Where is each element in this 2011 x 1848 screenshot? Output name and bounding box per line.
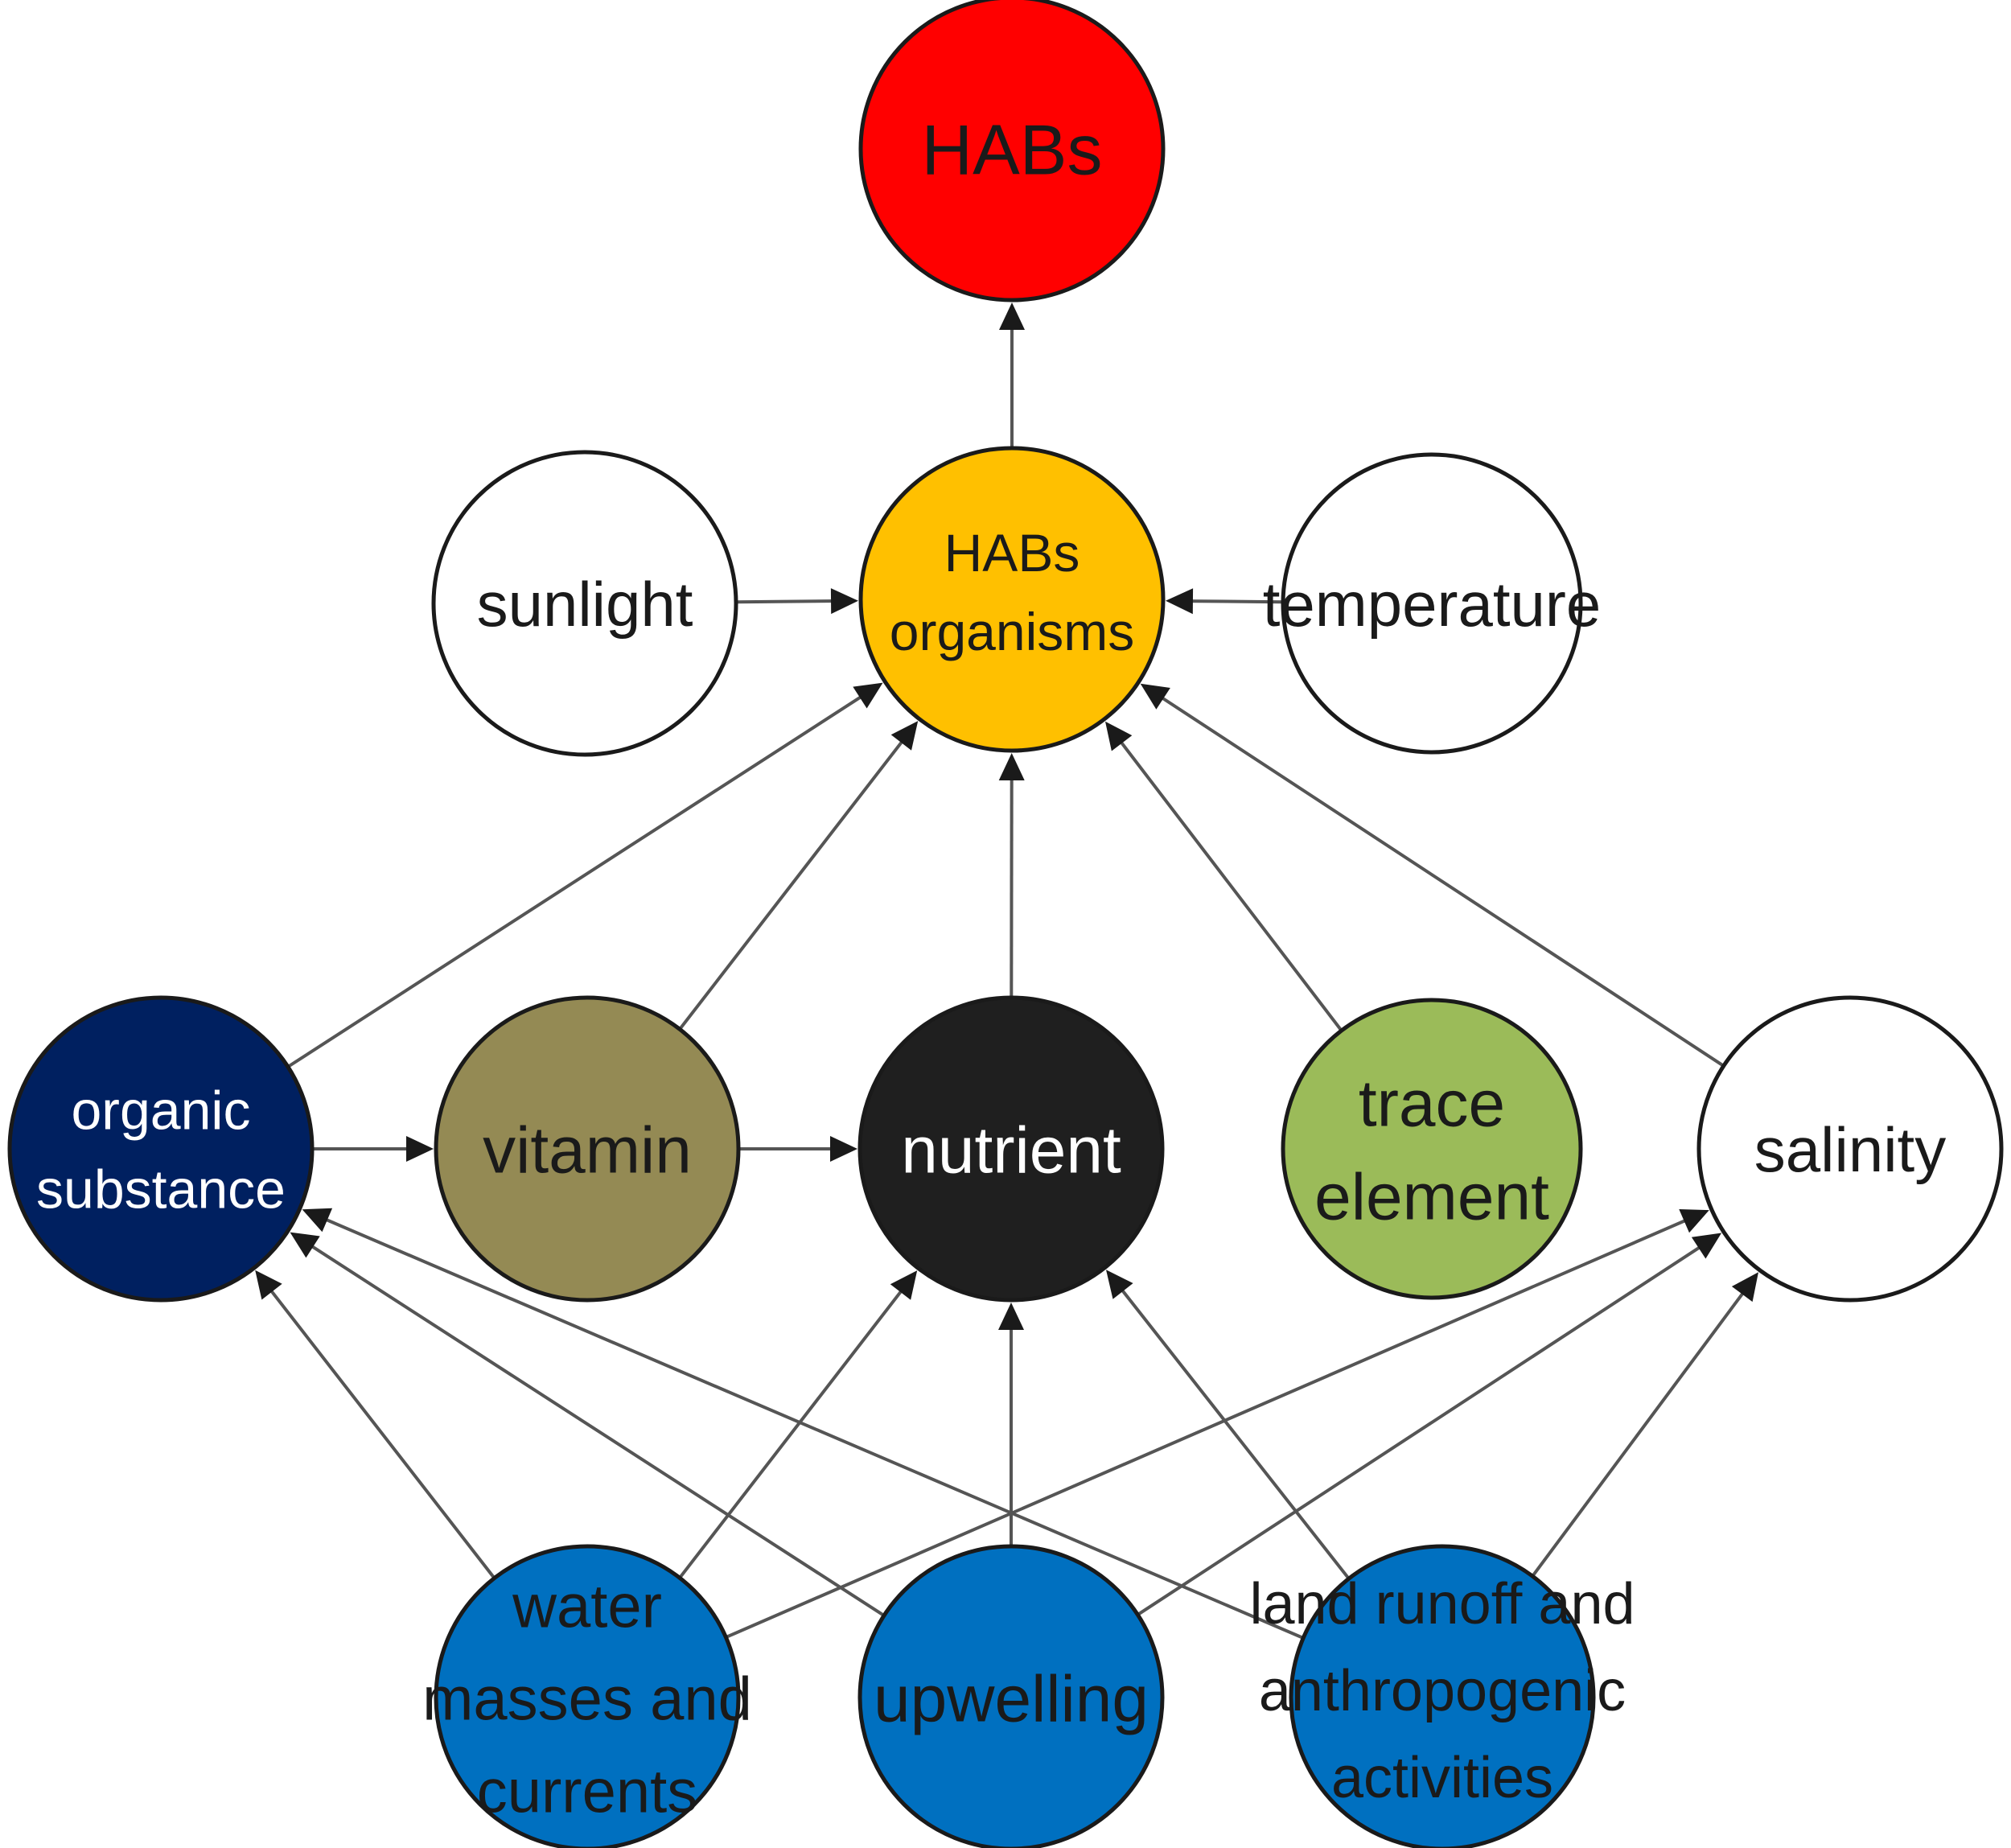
node-label-land-runoff-line-3: activities [1331, 1746, 1553, 1810]
node-label-upwelling-line-1: upwelling [874, 1663, 1149, 1736]
node-trace-element: trace element [1281, 998, 1583, 1300]
arrowhead-upwelling-to-salinity [1691, 1233, 1722, 1259]
node-label-organic-substance-line-2: substance [36, 1159, 286, 1220]
node-circle-temperature [1281, 452, 1583, 755]
node-label-vitamin-line-1: vitamin [483, 1114, 692, 1187]
arrowhead-vitamin-to-nutrient [830, 1136, 857, 1162]
arrowhead-land-runoff-to-salinity [1731, 1272, 1758, 1303]
node-circle-land-runoff [1289, 1544, 1596, 1848]
edge-trace-element-to-habs-organisms [1117, 737, 1343, 1032]
node-label-habs-organisms-line-1: HABs [944, 523, 1080, 582]
arrowhead-trace-element-to-habs-organisms [1105, 721, 1133, 751]
edge-land-runoff-to-salinity [1531, 1288, 1748, 1578]
node-circle-vitamin [434, 995, 741, 1303]
arrowhead-water-masses-to-salinity [1679, 1209, 1709, 1233]
arrowhead-water-masses-to-nutrient [890, 1270, 918, 1300]
node-label-sunlight-line-1: sunlight [477, 569, 693, 640]
node-label-water-masses-line-1: water [512, 1572, 662, 1640]
node-label-organic-substance-line-1: organic [71, 1080, 250, 1142]
arrowhead-organic-substance-to-habs-organisms [853, 682, 883, 709]
node-label-salinity-line-1: salinity [1754, 1114, 1946, 1185]
node-habs-organisms: HABs organisms [858, 446, 1166, 753]
edge-water-masses-to-nutrient [678, 1286, 906, 1579]
arrowhead-water-masses-to-organic-substance [255, 1270, 282, 1300]
node-temperature: temperature [1263, 452, 1602, 755]
node-circle-water-masses [434, 1544, 741, 1848]
nodes-layer: HABs sunlight HABs organisms temperature orga… [7, 0, 2004, 1848]
edge-land-runoff-to-nutrient [1117, 1285, 1351, 1580]
edge-organic-substance-to-habs-organisms [286, 693, 866, 1068]
node-label-habs-line-1: HABs [922, 110, 1103, 190]
node-nutrient: nutrient [857, 995, 1165, 1303]
node-sunlight: sunlight [431, 450, 738, 757]
arrowhead-land-runoff-to-organic-substance [302, 1208, 333, 1233]
arrowhead-salinity-to-habs-organisms [1140, 683, 1170, 710]
edge-temperature-to-habs-organisms [1186, 599, 1284, 604]
node-label-land-runoff-line-2: anthropogenic [1259, 1659, 1626, 1723]
edge-salinity-to-habs-organisms [1157, 694, 1725, 1068]
node-circle-trace-element [1281, 998, 1583, 1300]
arrowhead-upwelling-to-organic-substance [290, 1232, 320, 1258]
arrowhead-sunlight-to-habs-organisms [830, 588, 858, 615]
node-upwelling: upwelling [857, 1544, 1165, 1848]
node-label-water-masses-line-3: currents [477, 1757, 698, 1825]
edge-upwelling-to-organic-substance [306, 1241, 886, 1617]
arrowhead-land-runoff-to-nutrient [1106, 1270, 1133, 1299]
node-circle-salinity [1696, 995, 2004, 1303]
node-organic-substance: organic substance [7, 995, 315, 1303]
node-habs: HABs [858, 0, 1166, 303]
arrowhead-temperature-to-habs-organisms [1166, 588, 1194, 615]
node-label-nutrient-line-1: nutrient [901, 1114, 1121, 1187]
node-circle-sunlight [431, 450, 738, 757]
node-label-trace-element-line-2: element [1314, 1161, 1549, 1234]
node-salinity: salinity [1696, 995, 2004, 1303]
node-label-water-masses-line-2: masses and [422, 1665, 752, 1733]
node-label-habs-organisms-line-2: organisms [890, 602, 1134, 661]
node-circle-habs-organisms [858, 446, 1166, 753]
node-circle-habs [858, 0, 1166, 303]
edges-layer [255, 303, 1758, 1640]
arrowhead-habs-organisms-to-habs [999, 303, 1025, 330]
edge-land-runoff-to-organic-substance [320, 1216, 1304, 1640]
arrowhead-upwelling-to-nutrient [998, 1303, 1024, 1330]
arrowhead-organic-substance-to-vitamin [406, 1136, 434, 1162]
edge-vitamin-to-habs-organisms [678, 736, 907, 1031]
arrowhead-vitamin-to-habs-organisms [890, 721, 919, 751]
arrowhead-nutrient-to-habs-organisms [998, 753, 1025, 780]
node-circle-nutrient [857, 995, 1165, 1303]
node-label-trace-element-line-1: trace [1359, 1068, 1505, 1141]
node-vitamin: vitamin [434, 995, 741, 1303]
edge-water-masses-to-organic-substance [266, 1286, 496, 1579]
node-circle-upwelling [857, 1544, 1165, 1848]
edge-sunlight-to-habs-organisms [735, 599, 838, 604]
node-label-temperature-line-1: temperature [1263, 569, 1602, 640]
node-water-masses: water masses and currents [422, 1544, 752, 1848]
edge-upwelling-to-salinity [1137, 1243, 1705, 1616]
node-circle-organic-substance [7, 995, 315, 1303]
node-label-land-runoff-line-1: land runoff and [1249, 1572, 1635, 1636]
node-land-runoff: land runoff and anthropogenic activities [1249, 1544, 1635, 1848]
edge-water-masses-to-salinity [725, 1216, 1691, 1639]
